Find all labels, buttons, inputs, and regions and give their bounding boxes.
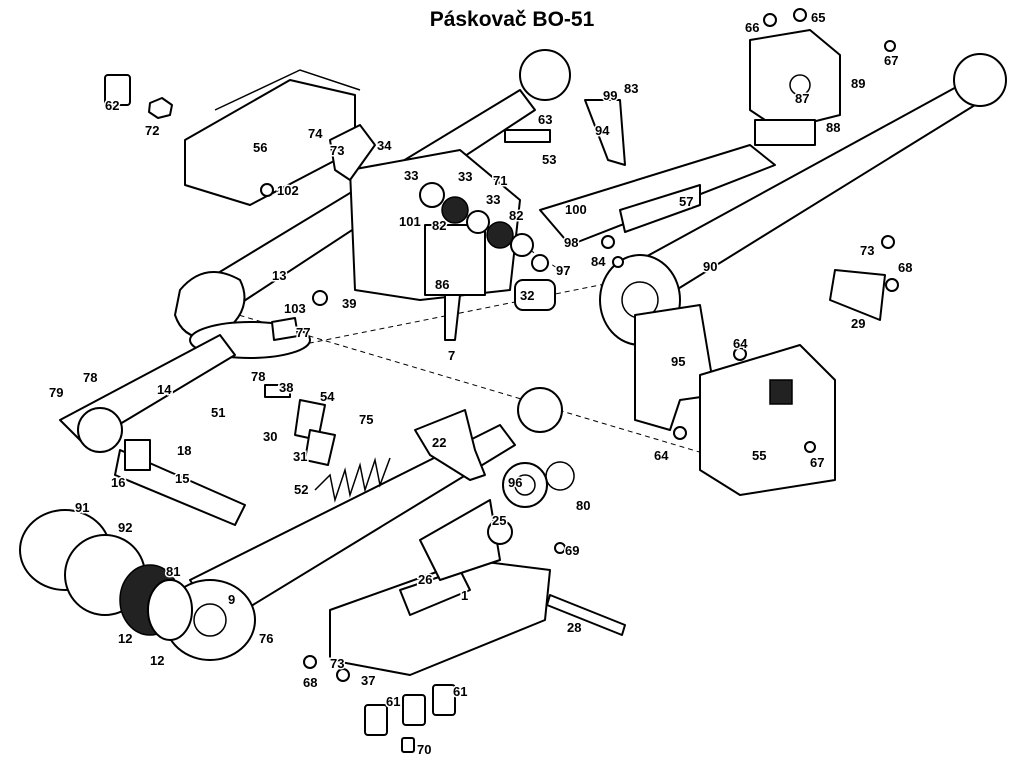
part-label: 51 xyxy=(211,405,225,420)
part-label: 64 xyxy=(733,336,748,351)
part-label: 88 xyxy=(826,120,840,135)
part-labels: 62 72 56 74 73 34 102 63 71 53 99 83 94 … xyxy=(48,9,914,759)
part-label: 29 xyxy=(851,316,865,331)
rod-28 xyxy=(546,594,626,636)
part-label: 32 xyxy=(520,288,534,303)
part-label: 22 xyxy=(432,435,446,450)
part-label: 53 xyxy=(542,152,556,167)
part-label: 65 xyxy=(811,10,825,25)
part-label: 64 xyxy=(654,448,669,463)
part-label: 9 xyxy=(228,592,235,607)
part-96 xyxy=(414,409,548,508)
part-label: 75 xyxy=(359,412,373,427)
part-label: 57 xyxy=(679,194,693,209)
lever-57 xyxy=(539,144,776,246)
part-label: 79 xyxy=(49,385,63,400)
part-label: 92 xyxy=(118,520,132,535)
part-label: 78 xyxy=(251,369,265,384)
part-label: 89 xyxy=(851,76,865,91)
part-label: 98 xyxy=(564,235,578,250)
screws-61 xyxy=(364,684,456,753)
part-label: 86 xyxy=(435,277,449,292)
part-label: 33 xyxy=(404,168,418,183)
part-label: 84 xyxy=(591,254,606,269)
part-label: 52 xyxy=(294,482,308,497)
part-label: 56 xyxy=(253,140,267,155)
page-title: Páskovač BO-51 xyxy=(429,8,595,31)
part-label: 61 xyxy=(386,694,400,709)
part-label: 73 xyxy=(330,143,344,158)
roller-assembly xyxy=(19,509,193,641)
part-label: 82 xyxy=(432,218,446,233)
part-label: 101 xyxy=(399,214,421,229)
part-label: 81 xyxy=(166,564,180,579)
part-label: 96 xyxy=(508,475,522,490)
part-label: 26 xyxy=(418,572,432,587)
small-hardware xyxy=(104,8,899,682)
part-label: 90 xyxy=(703,259,717,274)
part-label: 72 xyxy=(145,123,159,138)
part-label: 77 xyxy=(296,325,310,340)
part-label: 28 xyxy=(567,620,581,635)
part-label: 34 xyxy=(377,138,392,153)
part-label: 67 xyxy=(810,455,824,470)
part-label: 70 xyxy=(417,742,431,757)
plate-95 xyxy=(634,304,716,431)
part-label: 15 xyxy=(175,471,189,486)
part-label: 103 xyxy=(284,301,306,316)
part-label: 63 xyxy=(538,112,552,127)
part-label: 61 xyxy=(453,684,467,699)
part-label: 99 xyxy=(603,88,617,103)
part-label: 91 xyxy=(75,500,89,515)
part-label: 68 xyxy=(898,260,912,275)
part-label: 16 xyxy=(111,475,125,490)
frame-assembly xyxy=(349,149,521,341)
part-label: 73 xyxy=(860,243,874,258)
part-label: 14 xyxy=(157,382,172,397)
part-label: 25 xyxy=(492,513,506,528)
part-label: 94 xyxy=(595,123,610,138)
part-label: 13 xyxy=(272,268,286,283)
part-label: 80 xyxy=(576,498,590,513)
part-label: 76 xyxy=(259,631,273,646)
part-label: 74 xyxy=(308,126,323,141)
part-label: 62 xyxy=(105,98,119,113)
part-label: 100 xyxy=(565,202,587,217)
gear-stack xyxy=(419,182,534,257)
part-label: 39 xyxy=(342,296,356,311)
part-label: 12 xyxy=(150,653,164,668)
part-label: 55 xyxy=(752,448,766,463)
part-label: 68 xyxy=(303,675,317,690)
part-label: 83 xyxy=(624,81,638,96)
part-label: 54 xyxy=(320,389,335,404)
part-label: 95 xyxy=(671,354,685,369)
spring-52 xyxy=(314,457,391,503)
part-label: 82 xyxy=(509,208,523,223)
part-label: 38 xyxy=(279,380,293,395)
part-label: 97 xyxy=(556,263,570,278)
base-1 xyxy=(329,499,551,676)
part-label: 73 xyxy=(330,656,344,671)
arm-14 xyxy=(59,334,246,526)
part-label: 12 xyxy=(118,631,132,646)
part-label: 87 xyxy=(795,91,809,106)
part-label: 67 xyxy=(884,53,898,68)
part-label: 66 xyxy=(745,20,759,35)
part-label: 69 xyxy=(565,543,579,558)
part-label: 33 xyxy=(458,169,472,184)
part-label: 71 xyxy=(493,173,507,188)
part-label: 7 xyxy=(448,348,455,363)
cover-55 xyxy=(699,344,836,496)
part-label: 102 xyxy=(277,183,299,198)
part-label: 1 xyxy=(461,588,468,603)
part-label: 37 xyxy=(361,673,375,688)
block-87 xyxy=(749,29,841,146)
part-label: 33 xyxy=(486,192,500,207)
part-label: 18 xyxy=(177,443,191,458)
part-label: 30 xyxy=(263,429,277,444)
part-label: 78 xyxy=(83,370,97,385)
part-label: 31 xyxy=(293,449,307,464)
